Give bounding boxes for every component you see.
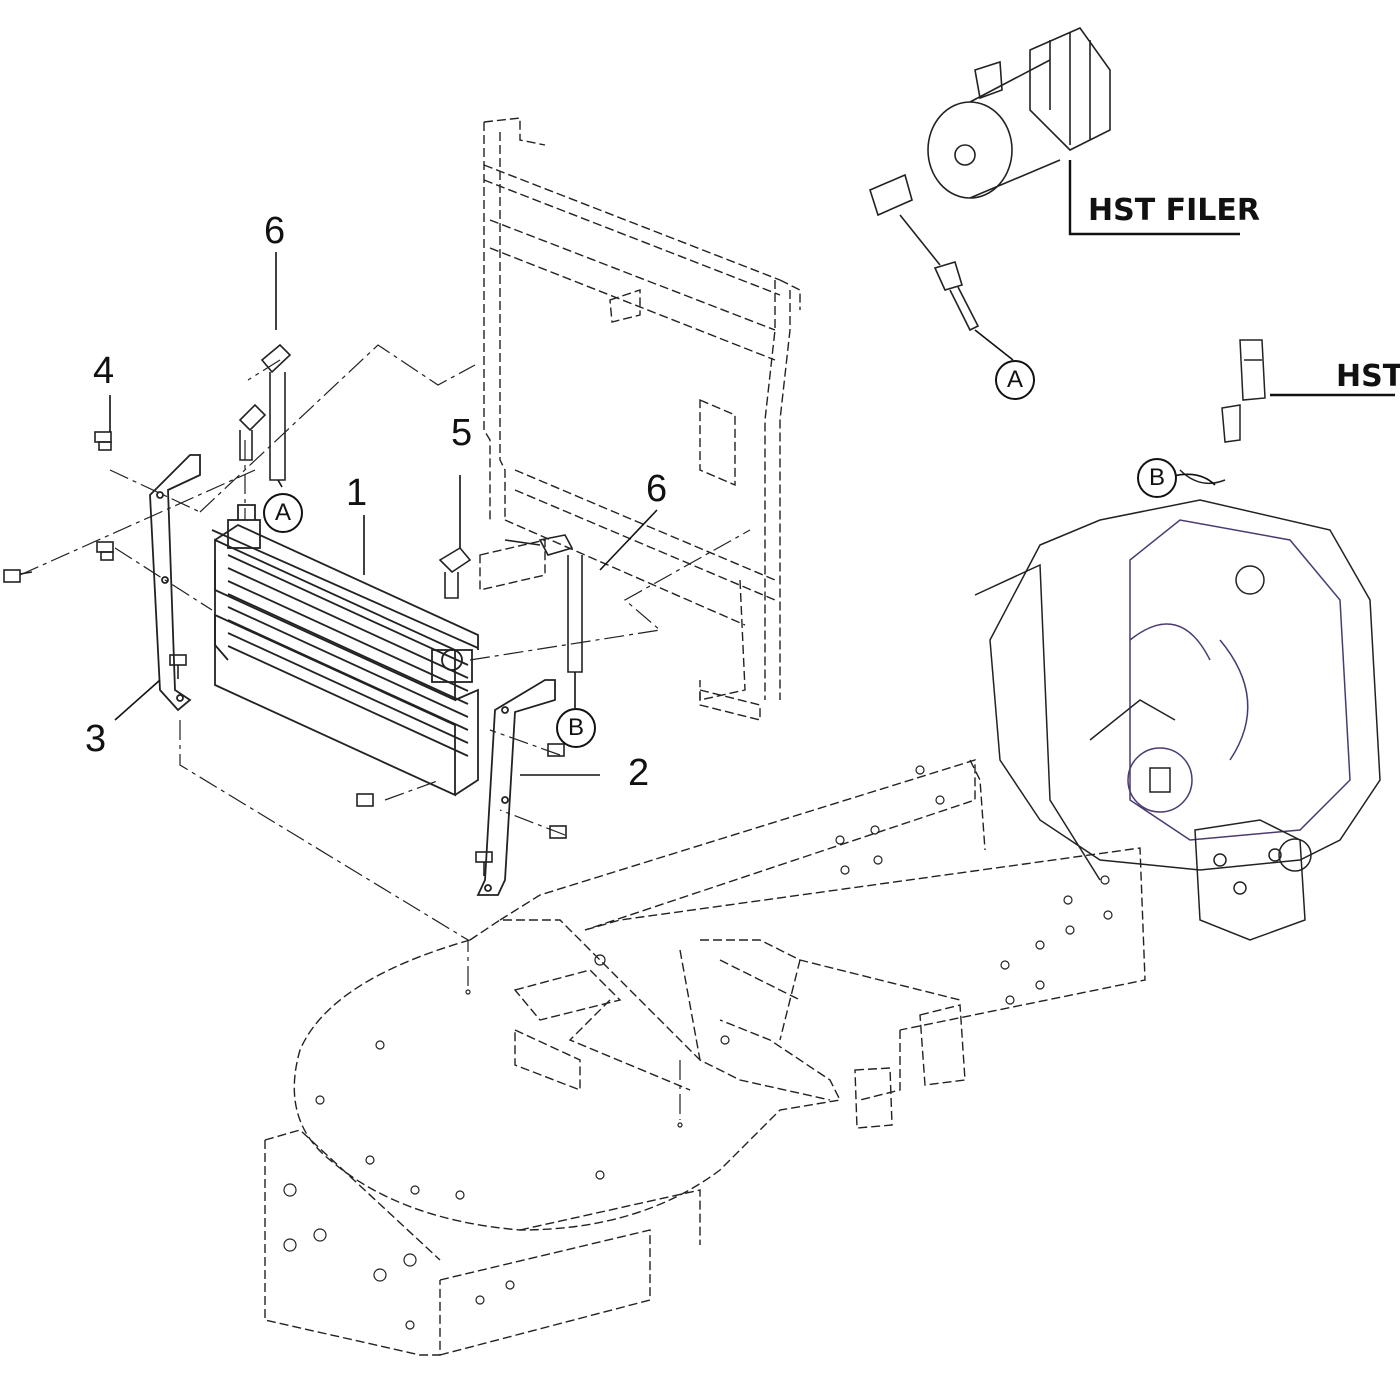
- connector-a-filter: A: [995, 360, 1035, 400]
- hst-filter-drawing: [869, 27, 1111, 332]
- callout-part-2: 2: [628, 752, 650, 794]
- connector-a-cooler: A: [263, 493, 303, 533]
- chassis: [264, 759, 1146, 1356]
- connector-b-hst: B: [1137, 458, 1177, 498]
- bracket-left: [149, 454, 201, 712]
- bolts: [3, 431, 567, 876]
- callout-part-6-right: 6: [646, 468, 668, 510]
- callout-part-5: 5: [451, 412, 473, 454]
- bracket-right: [476, 679, 556, 896]
- leader-lines: [109, 160, 1395, 776]
- assembly-lines: [19, 344, 751, 1120]
- oil-cooler: [211, 504, 479, 797]
- callout-part-3: 3: [85, 718, 107, 760]
- connector-b-cooler: B: [556, 708, 596, 748]
- callout-part-1: 1: [346, 472, 368, 514]
- radiator-frame: [479, 117, 801, 721]
- callout-part-6-left: 6: [264, 210, 286, 252]
- section-label-hst: HST: [1336, 359, 1400, 394]
- chassis-holes: [283, 765, 1113, 1330]
- section-label-hst-filter: HST FILER: [1088, 193, 1260, 228]
- callout-part-4: 4: [93, 350, 115, 392]
- hst-pump-drawing: [974, 339, 1381, 941]
